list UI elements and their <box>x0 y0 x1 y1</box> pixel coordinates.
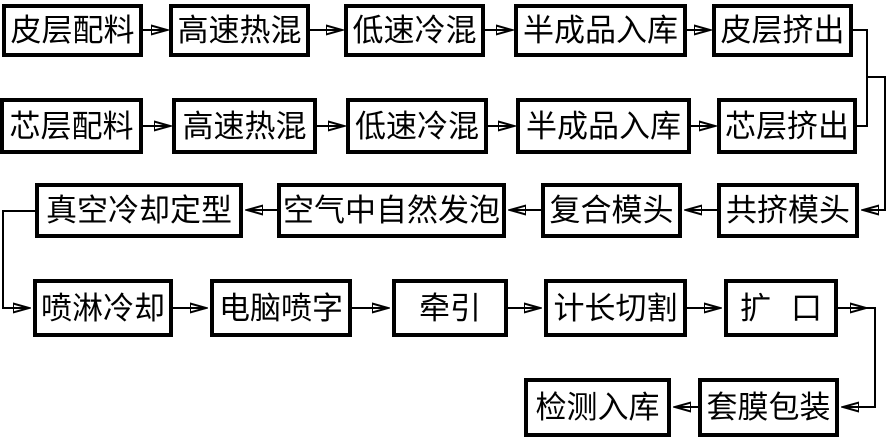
box-vacuum-cooling-sizing: 真空冷却定型 <box>35 183 243 238</box>
box-low-speed-cold-mix-2: 低速冷混 <box>346 98 488 154</box>
box-core-extrusion: 芯层挤出 <box>717 98 857 154</box>
connector-merge-to-coextrusion-die <box>863 76 886 210</box>
box-belling: 扩口 <box>724 279 838 337</box>
box-high-speed-hot-mix-2: 高速热混 <box>172 98 317 154</box>
box-inspection-storage: 检测入库 <box>524 378 671 437</box>
box-coextrusion-die: 共挤模头 <box>717 183 859 238</box>
box-skin-batching: 皮层配料 <box>2 4 143 57</box>
box-computer-printing: 电脑喷字 <box>210 279 352 337</box>
box-composite-die: 复合模头 <box>541 183 682 238</box>
box-spray-cooling: 喷淋冷却 <box>33 279 173 337</box>
box-core-batching: 芯层配料 <box>0 98 143 154</box>
box-semi-finished-storage-1: 半成品入库 <box>514 4 687 57</box>
box-haul-off: 牵引 <box>392 279 508 337</box>
box-film-packaging: 套膜包装 <box>698 378 839 437</box>
connector-belling-to-packaging <box>843 307 876 407</box>
box-skin-extrusion: 皮层挤出 <box>712 4 853 57</box>
connector-sizing-to-spray-cooling <box>2 210 35 308</box>
box-high-speed-hot-mix-1: 高速热混 <box>169 4 310 57</box>
box-semi-finished-storage-2: 半成品入库 <box>516 98 691 154</box>
box-air-natural-foaming: 空气中自然发泡 <box>277 183 506 238</box>
box-low-speed-cold-mix-1: 低速冷混 <box>344 4 485 57</box>
box-length-cutting: 计长切割 <box>544 279 687 337</box>
